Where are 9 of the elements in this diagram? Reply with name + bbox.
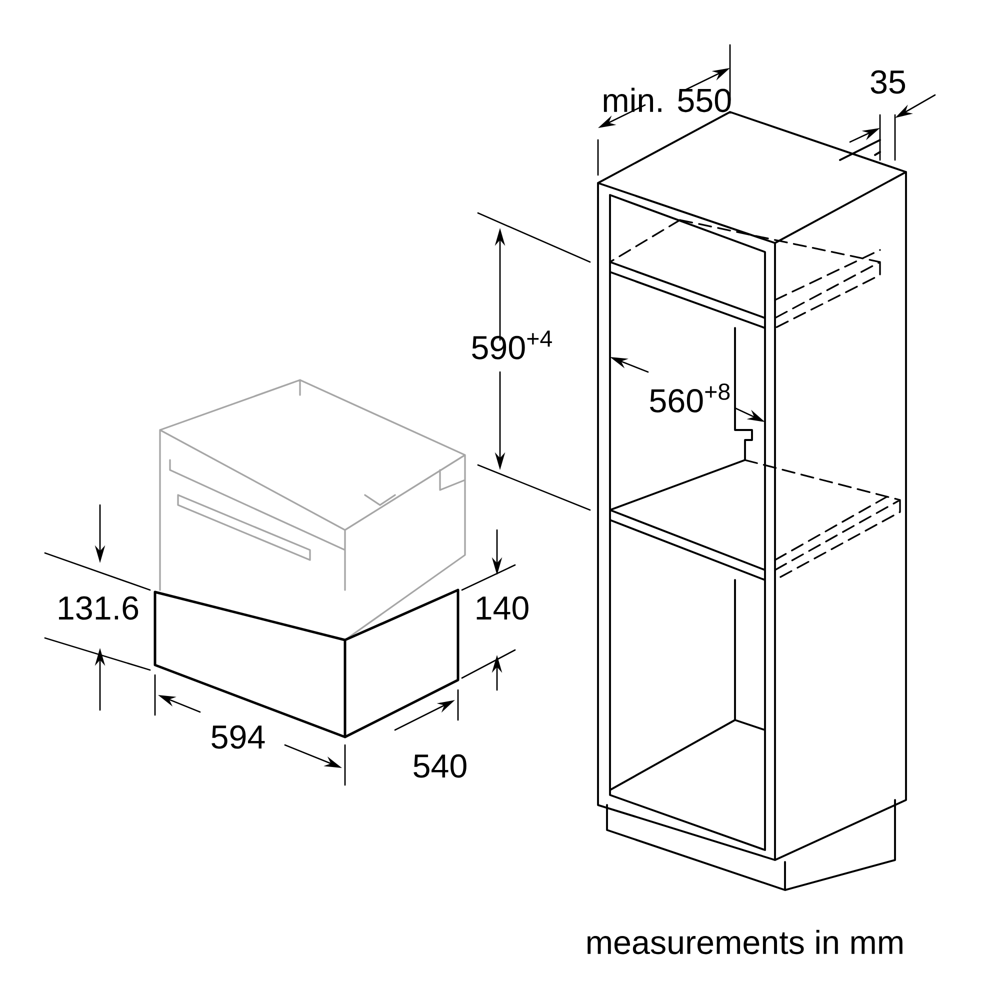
dimension-value: 131.6 [58, 596, 138, 620]
dimension-value: 540 [414, 754, 466, 778]
dimension-value: 594 [212, 725, 265, 749]
dimension-value: 140 [476, 596, 528, 620]
dimension-value: 590$^{+4}$ [472, 330, 552, 360]
dimension-value: 35 [870, 70, 906, 94]
dimension-value: 560$^{+8}$ [650, 383, 730, 413]
dimension-value: min. 550 [604, 88, 731, 112]
note: measurements in mm [588, 930, 902, 954]
